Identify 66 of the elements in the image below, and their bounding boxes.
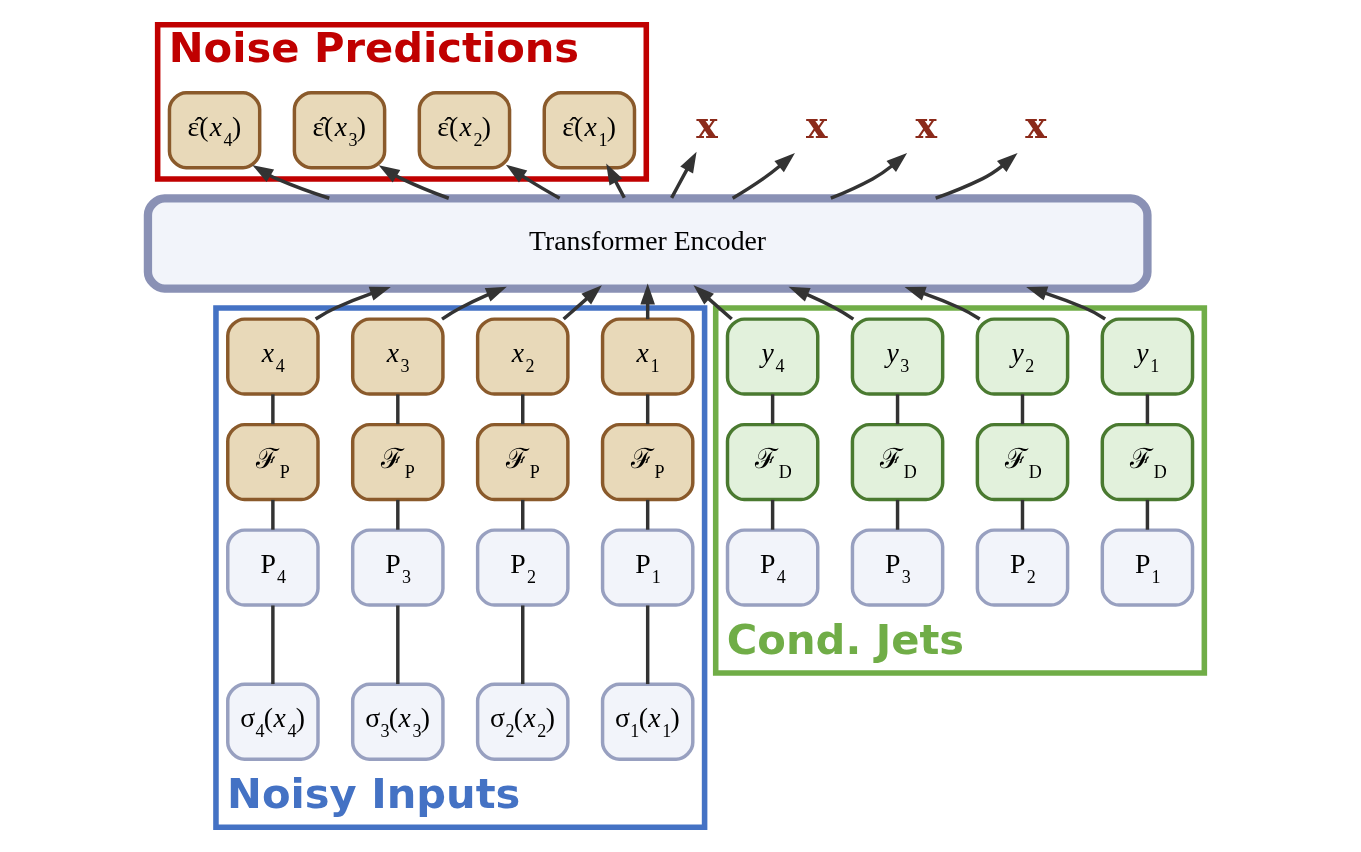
node-box: x$_{3}$ [350,317,445,396]
connector [270,605,275,685]
connector [645,499,649,530]
connector [770,499,774,530]
node-text: x [805,103,827,147]
arrow [934,152,1018,200]
node-box: ℱ$_{D}$ [850,422,944,502]
node-box: ℱ$_{D}$ [975,422,1069,502]
connector [1020,394,1024,425]
connector [395,499,400,530]
node-box: P$_{3}$ [350,528,445,607]
connector [1020,499,1024,530]
arrow [692,285,733,321]
connector [895,394,899,425]
arrow [562,285,602,321]
arrow [505,164,560,200]
arrow [669,151,697,199]
node-box: x$_{2}$ [475,317,570,396]
node-box: P$_{3}$ [850,528,944,607]
node-box: P$_{1}$ [600,528,695,607]
connector [1145,394,1149,425]
node-text: x [695,103,718,147]
arrow [731,153,795,200]
arrow [605,163,626,199]
node-box: ℱ$_{P}$ [350,422,445,502]
node-box: ε̂(x$_{2}$) [417,91,511,170]
node-box: ℱ$_{P}$ [225,422,320,502]
node-box: σ$_{4}$(x$_{4}$) [225,682,320,761]
node-text: x [1024,103,1047,147]
node-box: ℱ$_{P}$ [600,422,695,502]
connector [770,394,774,425]
node-box: y$_{4}$ [725,317,819,396]
arrow [378,165,449,200]
node-box: ℱ$_{D}$ [725,422,819,502]
node-box: σ$_{3}$(x$_{3}$) [350,682,445,761]
connector [895,499,899,530]
node-box: σ$_{2}$(x$_{2}$) [475,682,570,761]
arrow [829,152,907,200]
connector [645,605,649,685]
node-box: P$_{2}$ [475,528,570,607]
connector [520,499,524,530]
node-box: ℱ$_{D}$ [1100,422,1194,502]
connector [395,605,400,685]
node-box: x$_{1}$ [600,317,695,396]
connector [520,394,524,425]
connector [270,499,275,530]
connector [270,394,275,425]
node-text: x [915,103,937,147]
node-box: x$_{4}$ [225,317,320,396]
connector [645,394,649,425]
node-box: ε̂(x$_{1}$) [542,91,636,170]
connector [1145,499,1149,530]
node-box: y$_{3}$ [850,317,944,396]
node-box: P$_{1}$ [1100,528,1194,607]
node-box: y$_{1}$ [1100,317,1194,396]
node-box: ε̂(x$_{4}$) [167,91,261,170]
connector [395,394,400,425]
node-box: y$_{2}$ [975,317,1069,396]
connector [520,605,524,685]
node-box: P$_{4}$ [225,528,320,607]
node-box: P$_{4}$ [725,528,819,607]
node-box: Transformer Encoder [143,194,1152,293]
node-box: ε̂(x$_{3}$) [292,91,386,170]
node-box: P$_{2}$ [975,528,1069,607]
node-box: σ$_{1}$(x$_{1}$) [600,682,695,761]
node-box: ℱ$_{P}$ [475,422,570,502]
